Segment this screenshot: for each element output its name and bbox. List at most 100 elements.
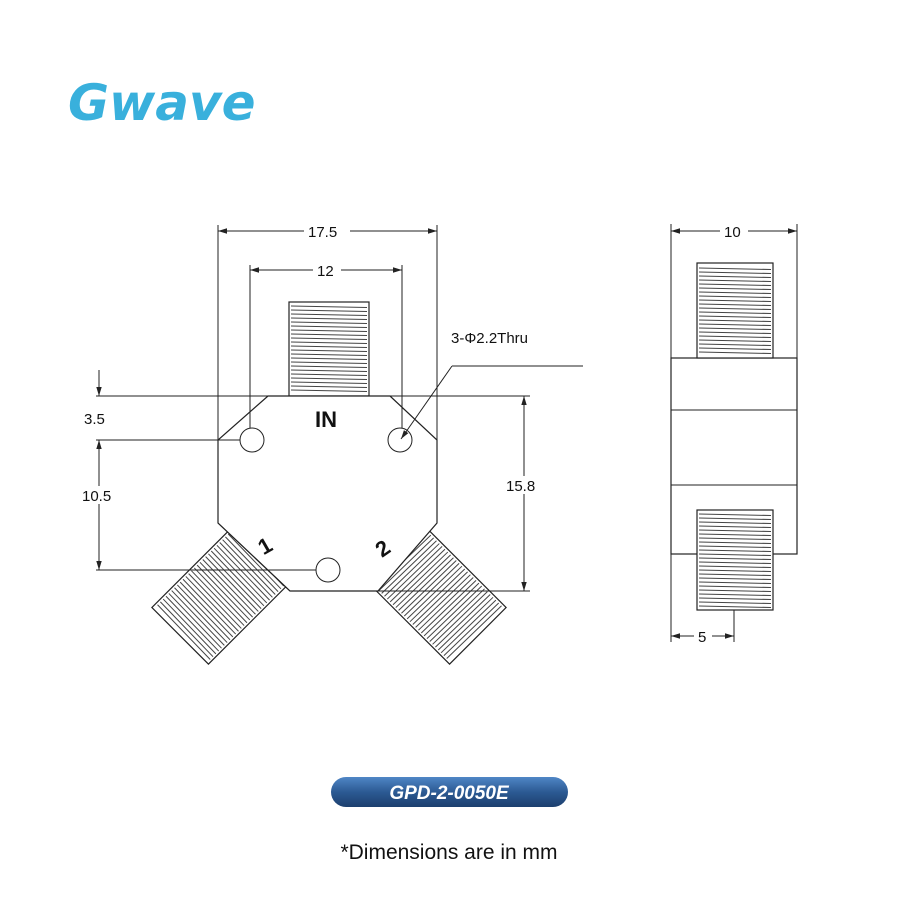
- hole-callout: 3-Φ2.2Thru: [451, 330, 528, 347]
- thread-line: [698, 541, 772, 544]
- thread-line: [168, 593, 222, 649]
- thread-line: [398, 557, 454, 611]
- thread-line: [698, 529, 772, 532]
- thread-line: [698, 327, 772, 330]
- thread-line: [698, 525, 772, 528]
- thread-line: [435, 594, 491, 648]
- thread-line: [698, 593, 772, 596]
- side-connector-top: [696, 262, 774, 359]
- thread-line: [290, 329, 368, 332]
- thread-line: [698, 267, 772, 270]
- thread-line: [290, 377, 368, 380]
- thread-line: [290, 349, 368, 352]
- mounting-hole-right: [387, 427, 413, 453]
- thread-line: [406, 565, 463, 620]
- thread-line: [698, 287, 772, 290]
- front-view: IN 1 2 17.5 12 3-Φ2.2Thru 3.5 10.5: [78, 222, 583, 665]
- gwave-logo: Gwave: [68, 74, 255, 132]
- thread-line: [290, 309, 368, 312]
- thread-line: [698, 605, 772, 608]
- thread-line: [409, 568, 466, 623]
- thread-line: [162, 598, 217, 655]
- thread-line: [698, 339, 772, 342]
- thread-line: [290, 381, 368, 384]
- connector-in: [288, 301, 370, 397]
- thread-line: [225, 536, 279, 592]
- thread-line: [423, 582, 480, 637]
- thread-line: [290, 353, 368, 356]
- thread-line: [698, 303, 772, 306]
- thread-line: [698, 275, 772, 278]
- thread-line: [290, 305, 368, 308]
- thread-line: [188, 573, 242, 629]
- thread-line: [698, 545, 772, 548]
- thread-line: [290, 313, 368, 316]
- thread-line: [290, 385, 368, 388]
- thread-line: [698, 517, 772, 520]
- thread-line: [698, 307, 772, 310]
- thread-line: [290, 321, 368, 324]
- thread-line: [418, 577, 474, 631]
- thread-line: [698, 521, 772, 524]
- thread-line: [403, 563, 460, 617]
- dim-side-offset: 5: [698, 629, 706, 646]
- thread-line: [193, 567, 248, 624]
- thread-line: [698, 279, 772, 282]
- thread-line: [698, 299, 772, 302]
- thread-line: [290, 337, 368, 340]
- thread-line: [290, 325, 368, 328]
- thread-line: [222, 539, 276, 595]
- thread-line: [415, 574, 471, 628]
- thread-line: [698, 335, 772, 338]
- thread-line: [216, 544, 270, 601]
- thread-line: [698, 331, 772, 334]
- dim-hole-spacing: 12: [317, 263, 334, 280]
- side-connector-bottom: [696, 509, 774, 611]
- thread-line: [698, 537, 772, 540]
- thread-line: [443, 602, 500, 657]
- thread-line: [157, 604, 211, 660]
- thread-line: [698, 347, 772, 350]
- thread-line: [698, 319, 772, 322]
- thread-line: [698, 581, 772, 584]
- thread-line: [698, 553, 772, 556]
- thread-line: [290, 333, 368, 336]
- model-badge-label: GPD-2-0050E: [389, 783, 510, 804]
- thread-line: [698, 295, 772, 298]
- thread-line: [412, 571, 468, 625]
- thread-line: [420, 579, 477, 634]
- thread-line: [389, 548, 446, 603]
- side-view: 10 5: [670, 222, 798, 646]
- thread-line: [381, 540, 437, 594]
- thread-line: [185, 576, 239, 632]
- thread-line: [698, 601, 772, 604]
- thread-line: [698, 271, 772, 274]
- thread-line: [698, 283, 772, 286]
- dim-hole-vertical: 10.5: [82, 488, 111, 505]
- thread-line: [698, 549, 772, 552]
- units-footnote: *Dimensions are in mm: [340, 841, 557, 864]
- model-badge: GPD-2-0050E: [331, 777, 568, 807]
- thread-line: [290, 365, 368, 368]
- thread-line: [384, 543, 440, 597]
- thread-line: [698, 589, 772, 592]
- thread-line: [429, 588, 485, 642]
- thread-line: [698, 323, 772, 326]
- thread-line: [698, 561, 772, 564]
- thread-line: [378, 537, 434, 591]
- thread-line: [290, 373, 368, 376]
- thread-line: [698, 291, 772, 294]
- thread-line: [290, 389, 368, 392]
- thread-line: [698, 565, 772, 568]
- dim-side-width: 10: [724, 224, 741, 241]
- thread-line: [227, 533, 282, 590]
- thread-line: [290, 369, 368, 372]
- thread-line: [290, 317, 368, 320]
- thread-line: [191, 570, 245, 626]
- thread-line: [698, 343, 772, 346]
- thread-line: [446, 605, 502, 659]
- thread-line: [426, 585, 483, 640]
- thread-line: [698, 573, 772, 576]
- thread-line: [165, 595, 220, 652]
- thread-line: [213, 547, 268, 604]
